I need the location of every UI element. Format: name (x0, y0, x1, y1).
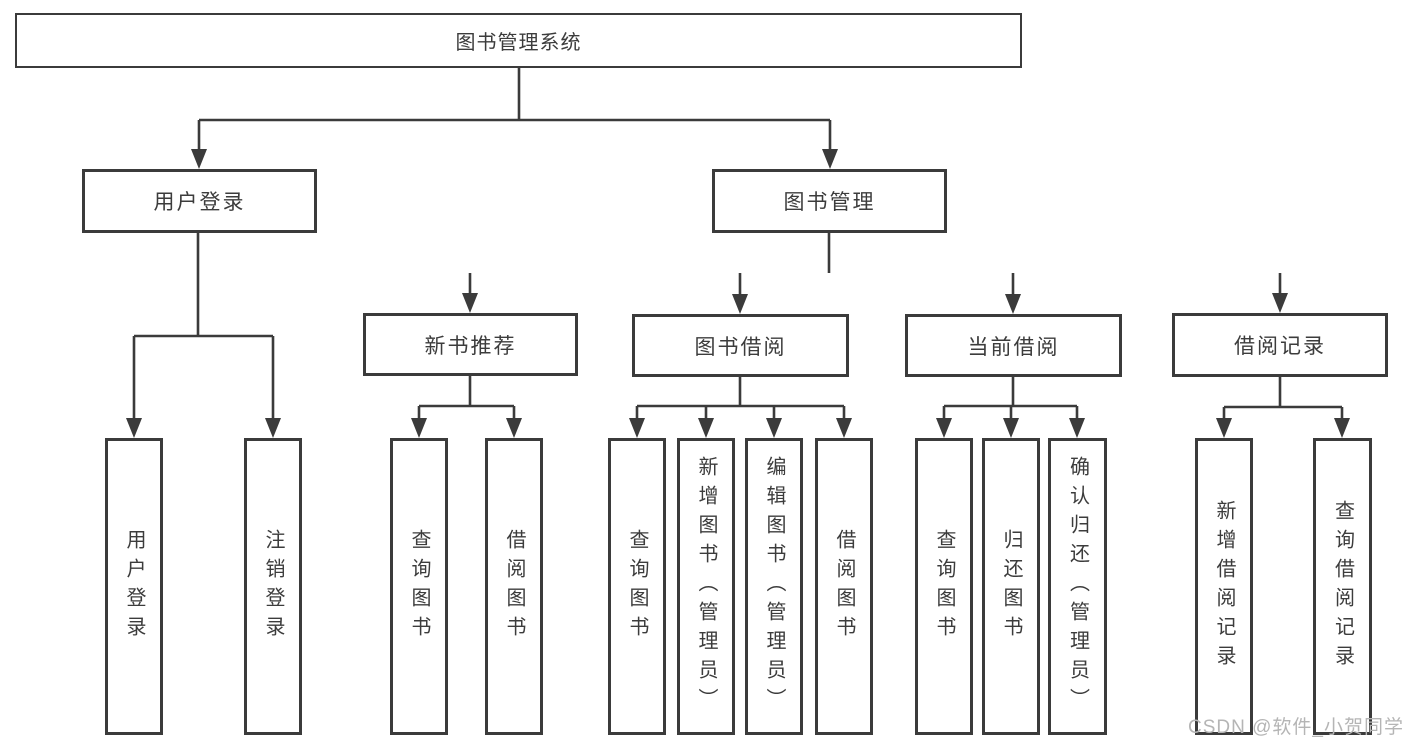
leaf-box-query-books-1: 查询图书 (390, 438, 448, 735)
section-box-current-borrowing: 当前借阅 (905, 314, 1122, 377)
leaf-box-borrow-books-1: 借阅图书 (485, 438, 543, 735)
section-box-user-login: 用户登录 (82, 169, 317, 233)
leaf-box-user-login: 用户登录 (105, 438, 163, 735)
leaf-box-query-books-3: 查询图书 (915, 438, 973, 735)
leaf-box-query-borrow-record: 查询借阅记录 (1313, 438, 1372, 735)
section-box-new-book-recommend: 新书推荐 (363, 313, 578, 376)
leaf-label: 确认归还（管理员） (1066, 456, 1089, 717)
leaf-label: 查询借阅记录 (1331, 499, 1354, 674)
leaf-label: 注销登录 (262, 528, 284, 645)
leaf-box-confirm-return-admin: 确认归还（管理员） (1048, 438, 1107, 735)
leaf-label: 借阅图书 (833, 528, 855, 645)
leaf-label: 查询图书 (933, 528, 955, 645)
section-box-book-borrowing: 图书借阅 (632, 314, 849, 377)
leaf-label: 新增借阅记录 (1213, 499, 1235, 674)
section-box-borrow-records: 借阅记录 (1172, 313, 1388, 377)
leaf-box-edit-books-admin: 编辑图书（管理员） (745, 438, 803, 735)
leaf-box-logout: 注销登录 (244, 438, 302, 735)
leaf-label: 借阅图书 (503, 528, 525, 645)
leaf-label: 新增图书（管理员） (695, 456, 717, 717)
leaf-label: 归还图书 (1000, 528, 1022, 645)
leaf-box-return-books: 归还图书 (982, 438, 1040, 735)
leaf-box-borrow-books-2: 借阅图书 (815, 438, 873, 735)
root-box-library-system: 图书管理系统 (15, 13, 1022, 68)
csdn-watermark: CSDN @软件_小贺同学 (1188, 717, 1404, 738)
leaf-label: 用户登录 (123, 528, 145, 645)
section-box-book-management: 图书管理 (712, 169, 947, 233)
leaf-box-add-borrow-record: 新增借阅记录 (1195, 438, 1253, 735)
leaf-label: 查询图书 (626, 528, 648, 645)
leaf-label: 查询图书 (408, 528, 430, 645)
leaf-box-query-books-2: 查询图书 (608, 438, 666, 735)
leaf-box-add-books-admin: 新增图书（管理员） (677, 438, 735, 735)
leaf-label: 编辑图书（管理员） (763, 456, 785, 717)
